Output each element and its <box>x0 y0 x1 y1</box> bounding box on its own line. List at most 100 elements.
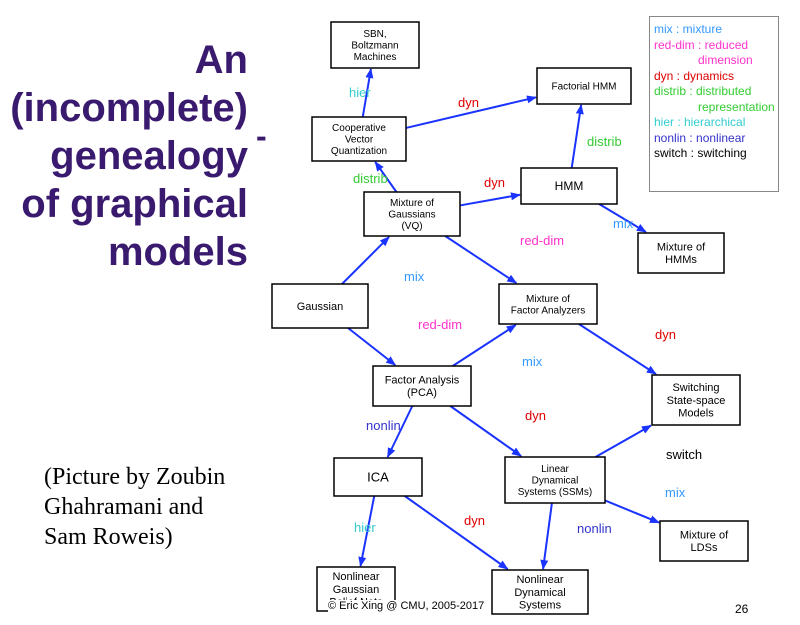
node-label: Models <box>678 408 714 420</box>
node-label: HMMs <box>665 254 697 266</box>
node-label: ICA <box>367 470 389 485</box>
node-label: Machines <box>354 52 397 63</box>
edge-arrow-fa-ica <box>386 405 414 458</box>
legend-item-nonlin: nonlin : nonlinear <box>654 130 746 145</box>
node-box <box>504 456 606 504</box>
edge-arrow-mog-mofa <box>444 235 518 284</box>
node-label: Vector <box>345 135 374 146</box>
node-box <box>372 365 472 407</box>
edge-arrow-lds-sssm <box>595 424 652 458</box>
edge-arrow-fa-mofa <box>452 324 517 367</box>
edge-arrow-cvq-fhmm <box>405 95 537 129</box>
node-box <box>536 67 632 105</box>
edge-arrow-mog-cvq <box>374 161 398 193</box>
node-box <box>637 232 725 274</box>
edge-label-dyn: dyn <box>464 513 485 528</box>
edge-label-dyn: dyn <box>458 95 479 110</box>
legend-item-distrib: distrib : distributed <box>654 84 752 98</box>
node-label: Switching <box>672 382 719 394</box>
node-label: Cooperative <box>332 123 386 134</box>
slide-title: An (incomplete) genealogy of graphical m… <box>10 36 248 276</box>
node-label: Gaussian <box>297 301 343 313</box>
node-label: LDSs <box>691 542 718 554</box>
edge-label-switch: switch <box>666 447 702 462</box>
legend-item-red-dim: red-dim : reduced <box>654 37 749 52</box>
node-label: Factorial HMM <box>551 82 616 93</box>
node-label: (VQ) <box>401 221 422 232</box>
credit-line: Sam Roweis) <box>44 524 173 550</box>
legend-item-continuation: representation <box>698 99 775 114</box>
legend-item-mix: mix : mixture <box>654 22 723 36</box>
edge-arrow-mofa-sssm <box>578 323 657 375</box>
node-box <box>659 520 749 562</box>
node-label: Factor Analysis <box>385 375 460 387</box>
edge-arrow-lds-molds <box>604 499 660 524</box>
legend-item-hier: hier : hierarchical <box>654 115 746 129</box>
node-fhmm: Factorial HMM <box>536 67 632 105</box>
edge-label-nonlin: nonlin <box>366 418 401 433</box>
title-line: models <box>107 230 248 274</box>
node-label: Nonlinear <box>332 571 379 583</box>
node-label: Systems <box>519 600 562 612</box>
edge-label-dyn: dyn <box>655 327 676 342</box>
node-label: Linear <box>541 464 569 475</box>
credit-line: Ghahramani and <box>44 494 204 520</box>
title-dash: - <box>256 118 267 154</box>
edge-label-mix: mix <box>665 485 686 500</box>
page-number: 26 <box>735 602 749 616</box>
edge-arrow-ica-ngbn <box>358 495 376 567</box>
node-label: Boltzmann <box>351 41 398 52</box>
edge-label-mix: mix <box>522 354 543 369</box>
node-label: (PCA) <box>407 387 437 399</box>
node-label: Nonlinear <box>516 574 563 586</box>
node-label: State-space <box>667 395 726 407</box>
edge-label-distrib: distrib <box>587 134 622 149</box>
edge-label-hier: hier <box>349 85 371 100</box>
edge-arrow-cvq-sbn <box>361 68 374 118</box>
edge-arrow-gauss-fa <box>347 327 397 366</box>
title-line: of graphical <box>21 182 248 226</box>
node-box <box>333 457 423 497</box>
edge-arrow-mog-hmm <box>459 192 521 207</box>
edge-arrow-ica-nds <box>404 495 509 570</box>
node-label: Systems (SSMs) <box>518 487 592 498</box>
edge-label-hier: hier <box>354 520 376 535</box>
node-box <box>651 374 741 426</box>
node-label: Gaussian <box>333 584 379 596</box>
node-label: Mixture of <box>657 242 706 254</box>
edge-label-mix: mix <box>613 216 634 231</box>
node-hmm: HMM <box>520 167 618 205</box>
node-fa: Factor Analysis(PCA) <box>372 365 472 407</box>
edge-arrow-gauss-mog <box>341 236 390 285</box>
edge-label-red-dim: red-dim <box>418 317 462 332</box>
node-box <box>520 167 618 205</box>
title-line: genealogy <box>50 134 248 178</box>
node-label: Factor Analyzers <box>511 305 585 316</box>
legend-item-continuation: dimension <box>698 53 753 67</box>
footer-copyright: © Eric Xing @ CMU, 2005-2017 <box>328 600 485 612</box>
title-line: An <box>194 38 248 82</box>
node-label: Quantization <box>331 146 387 157</box>
edge-label-nonlin: nonlin <box>577 521 612 536</box>
legend-item-dyn: dyn : dynamics <box>654 68 735 83</box>
edge-arrow-hmm-fhmm <box>570 104 584 169</box>
edge-label-distrib: distrib <box>353 171 388 186</box>
edge-arrow-fa-lds <box>449 405 522 457</box>
edge-arrow-hmm-mohmm <box>598 203 647 233</box>
node-box <box>491 569 589 615</box>
title-line: (incomplete) <box>10 86 248 130</box>
node-label: Dynamical <box>532 476 579 487</box>
edge-label-dyn: dyn <box>525 408 546 423</box>
legend-item-switch: switch : switching <box>654 146 747 160</box>
